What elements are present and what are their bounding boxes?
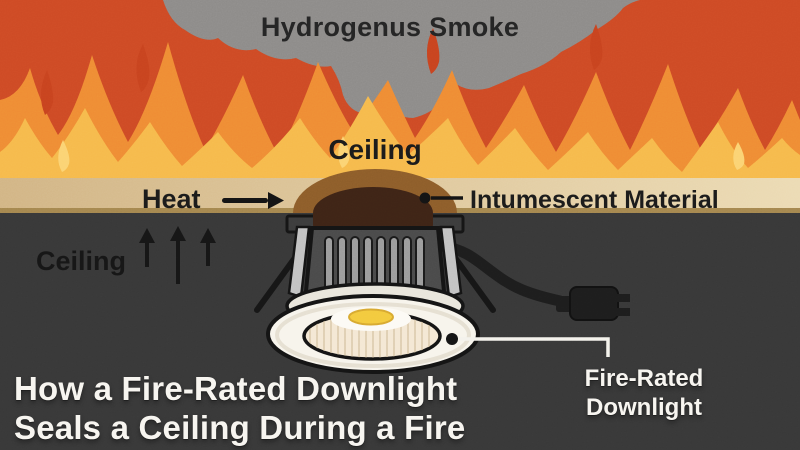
page-title: How a Fire-Rated Downlight Seals a Ceili… [14, 369, 494, 447]
heat-label: Heat [142, 184, 201, 214]
fire-rated-downlight-label: Fire-Rated Downlight [544, 364, 744, 422]
title-line1: How a Fire-Rated Downlight [14, 370, 458, 407]
title-line2: Seals a Ceiling During a Fire [14, 409, 466, 446]
fire-rated-downlight-line1: Fire-Rated [584, 365, 704, 392]
ceiling-below-label: Ceiling [36, 246, 127, 276]
fire-rated-downlight-line2: Downlight [586, 394, 702, 421]
smoke-label: Hydrogenus Smoke [260, 12, 520, 42]
intumescent-material-label: Intumescent Material [470, 186, 719, 214]
ceiling-above-label: Ceiling [328, 134, 422, 165]
